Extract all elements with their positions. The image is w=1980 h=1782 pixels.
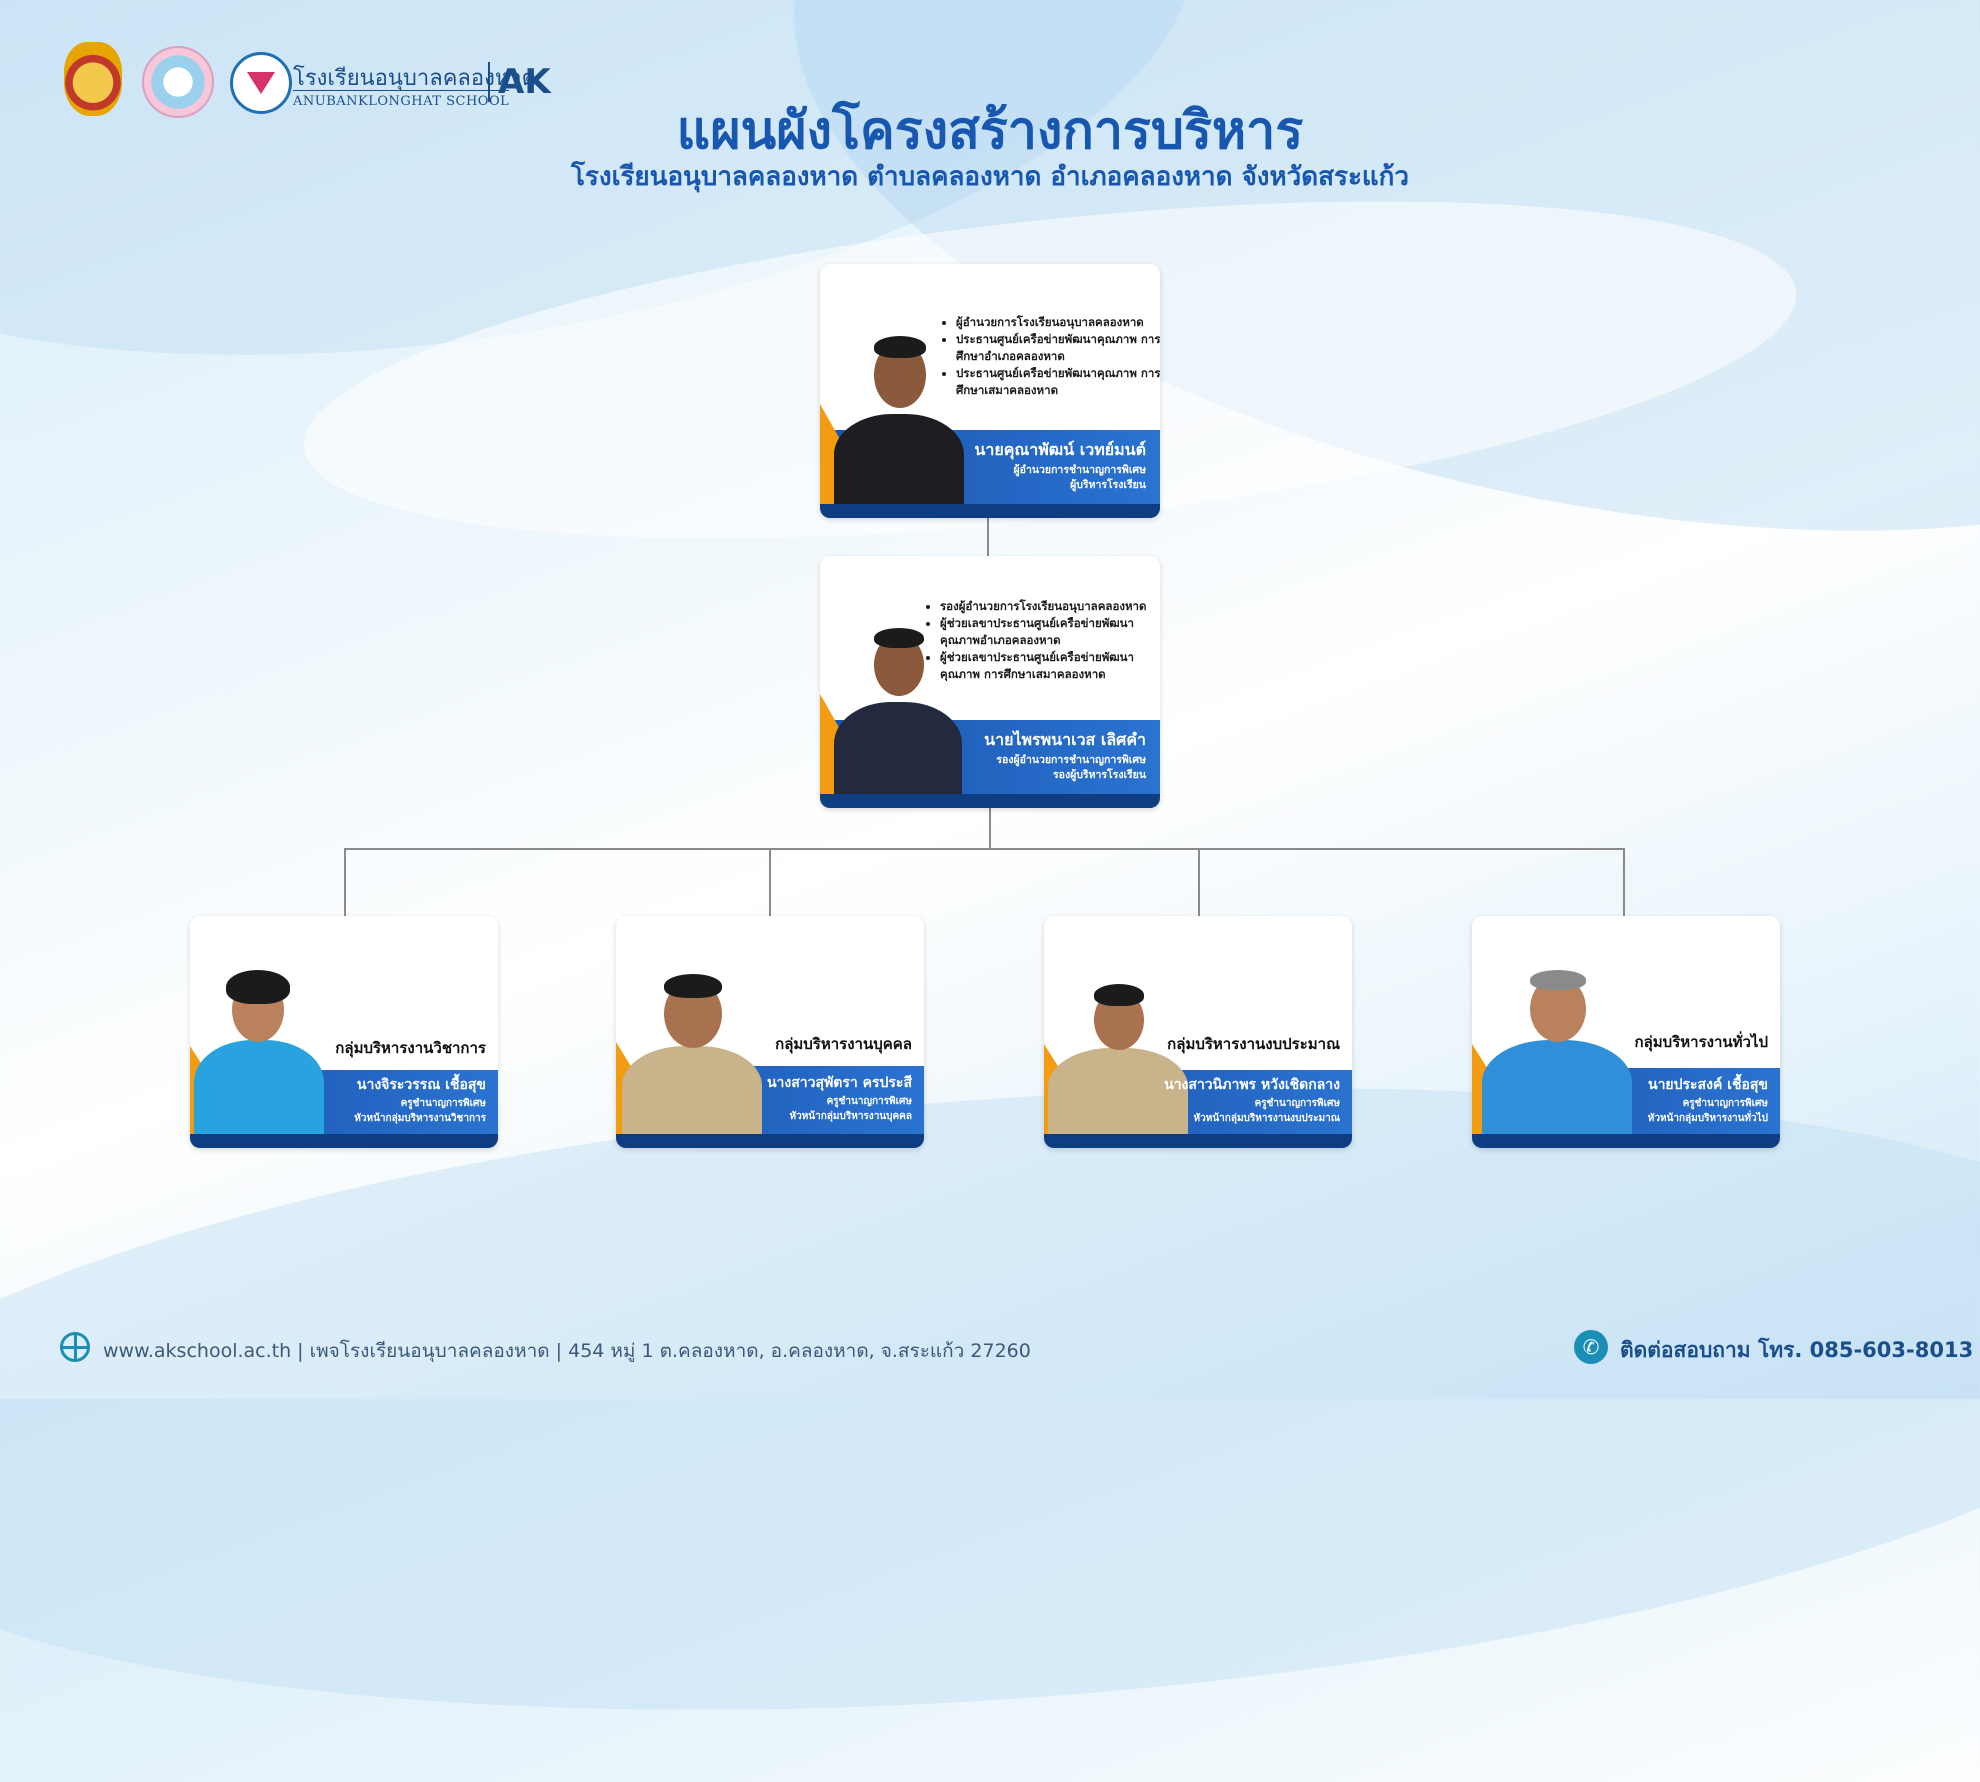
deputy-photo: [834, 606, 962, 794]
director-position: ผู้อำนวยการชำนาญการพิเศษ: [1013, 464, 1146, 476]
role-item: ผู้อำนวยการโรงเรียนอนุบาลคลองหาด: [956, 314, 1160, 331]
card-footer-bar: [616, 1134, 924, 1148]
card-footer-bar: [820, 504, 1160, 518]
school-logo: [230, 52, 292, 114]
member-title: หัวหน้ากลุ่มบริหารงานวิชาการ: [354, 1113, 486, 1124]
group-label: กลุ่มบริหารงานบุคคล: [775, 1035, 912, 1053]
member-position: ครูชำนาญการพิเศษ: [400, 1098, 486, 1109]
connector-group-1: [344, 848, 346, 916]
lotus-icon: [247, 72, 275, 94]
deputy-position: รองผู้อำนวยการชำนาญการพิเศษ: [996, 754, 1146, 766]
group-card-general: กลุ่มบริหารงานทั่วไป นายประสงค์ เชื้อสุข…: [1472, 916, 1780, 1148]
deputy-name-block: นายไพรพนาเวส เลิศคำ รองผู้อำนวยการชำนาญก…: [984, 728, 1146, 783]
obec-emblem-logo: [64, 42, 122, 116]
member-photo: [194, 956, 324, 1134]
page-subtitle: โรงเรียนอนุบาลคลองหาด ตำบลคลองหาด อำเภอค…: [570, 162, 1410, 192]
district-office-logo: [142, 46, 214, 118]
member-photo: [622, 966, 762, 1134]
page-title: แผนผังโครงสร้างการบริหาร: [676, 101, 1304, 161]
group-card-budget: กลุ่มบริหารงานงบประมาณ นางสาวนิภาพร หวัง…: [1044, 916, 1352, 1148]
group-label: กลุ่มบริหารงานงบประมาณ: [1167, 1035, 1340, 1053]
deputy-card: รองผู้อำนวยการโรงเรียนอนุบาลคลองหาด ผู้ช…: [820, 556, 1160, 808]
director-title: ผู้บริหารโรงเรียน: [1070, 479, 1146, 491]
director-name-block: นายคุณาพัฒน์ เวทย์มนต์ ผู้อำนวยการชำนาญก…: [974, 438, 1146, 493]
connector-group-2: [769, 848, 771, 916]
member-name-block: นายประสงค์ เชื้อสุข ครูชำนาญการพิเศษ หัว…: [1648, 1074, 1768, 1126]
connector-horizontal: [344, 848, 1625, 850]
connector-group-3: [1198, 848, 1200, 916]
member-photo: [1048, 978, 1188, 1134]
role-item: ผู้ช่วยเลขาประธานศูนย์เครือข่ายพัฒนา คุณ…: [940, 615, 1160, 649]
member-photo: [1482, 952, 1632, 1134]
card-footer-bar: [1472, 1134, 1780, 1148]
member-position: ครูชำนาญการพิเศษ: [1682, 1098, 1768, 1109]
group-card-academic: กลุ่มบริหารงานวิชาการ นางจิระวรรณ เชื้อส…: [190, 916, 498, 1148]
card-footer-bar: [820, 794, 1160, 808]
card-footer-bar: [1044, 1134, 1352, 1148]
member-name: นายประสงค์ เชื้อสุข: [1648, 1077, 1768, 1093]
group-card-personnel: กลุ่มบริหารงานบุคคล นางสาวสุพัตรา ครประส…: [616, 916, 924, 1148]
brand-mark: AK: [488, 62, 551, 102]
footer-info[interactable]: www.akschool.ac.th | เพจโรงเรียนอนุบาลคล…: [103, 1340, 1031, 1362]
member-name: นางสาวนิภาพร หวังเชิดกลาง: [1164, 1077, 1340, 1093]
director-card: ผู้อำนวยการโรงเรียนอนุบาลคลองหาด ประธานศ…: [820, 264, 1160, 518]
school-name-th: โรงเรียนอนุบาลคลองหาด: [293, 66, 536, 91]
role-item: รองผู้อำนวยการโรงเรียนอนุบาลคลองหาด: [940, 598, 1160, 615]
role-item: ประธานศูนย์เครือข่ายพัฒนาคุณภาพ การศึกษา…: [956, 331, 1160, 365]
group-label: กลุ่มบริหารงานทั่วไป: [1634, 1033, 1768, 1051]
member-title: หัวหน้ากลุ่มบริหารงานงบประมาณ: [1193, 1113, 1340, 1124]
director-name: นายคุณาพัฒน์ เวทย์มนต์: [974, 440, 1146, 459]
member-position: ครูชำนาญการพิเศษ: [826, 1096, 912, 1107]
card-footer-bar: [190, 1134, 498, 1148]
connector-deputy-down: [989, 808, 991, 848]
member-name: นางสาวสุพัตรา ครประสี: [766, 1075, 912, 1091]
role-item: ผู้ช่วยเลขาประธานศูนย์เครือข่ายพัฒนา คุณ…: [940, 649, 1160, 683]
connector-group-4: [1623, 848, 1625, 916]
group-label: กลุ่มบริหารงานวิชาการ: [335, 1039, 486, 1057]
member-position: ครูชำนาญการพิเศษ: [1254, 1098, 1340, 1109]
deputy-roles: รองผู้อำนวยการโรงเรียนอนุบาลคลองหาด ผู้ช…: [924, 598, 1160, 683]
contact-phone[interactable]: ติดต่อสอบถาม โทร. 085-603-8013: [1620, 1338, 1974, 1362]
member-name: นางจิระวรรณ เชื้อสุข: [356, 1077, 486, 1093]
member-name-block: นางจิระวรรณ เชื้อสุข ครูชำนาญการพิเศษ หั…: [354, 1074, 486, 1126]
director-photo: [834, 314, 964, 504]
phone-icon: ✆: [1574, 1330, 1608, 1364]
deputy-name: นายไพรพนาเวส เลิศคำ: [984, 730, 1146, 749]
member-name-block: นางสาวนิภาพร หวังเชิดกลาง ครูชำนาญการพิเ…: [1164, 1074, 1340, 1126]
member-title: หัวหน้ากลุ่มบริหารงานทั่วไป: [1647, 1113, 1768, 1124]
school-name-en: ANUBANKLONGHAT SCHOOL: [293, 90, 510, 109]
director-roles: ผู้อำนวยการโรงเรียนอนุบาลคลองหาด ประธานศ…: [940, 314, 1160, 399]
member-name-block: นางสาวสุพัตรา ครประสี ครูชำนาญการพิเศษ ห…: [767, 1072, 912, 1124]
role-item: ประธานศูนย์เครือข่ายพัฒนาคุณภาพ การศึกษา…: [956, 365, 1160, 399]
member-title: หัวหน้ากลุ่มบริหารงานบุคคล: [789, 1111, 912, 1122]
globe-icon: [60, 1332, 90, 1362]
connector-director-deputy: [987, 518, 989, 556]
deputy-title: รองผู้บริหารโรงเรียน: [1053, 769, 1146, 781]
